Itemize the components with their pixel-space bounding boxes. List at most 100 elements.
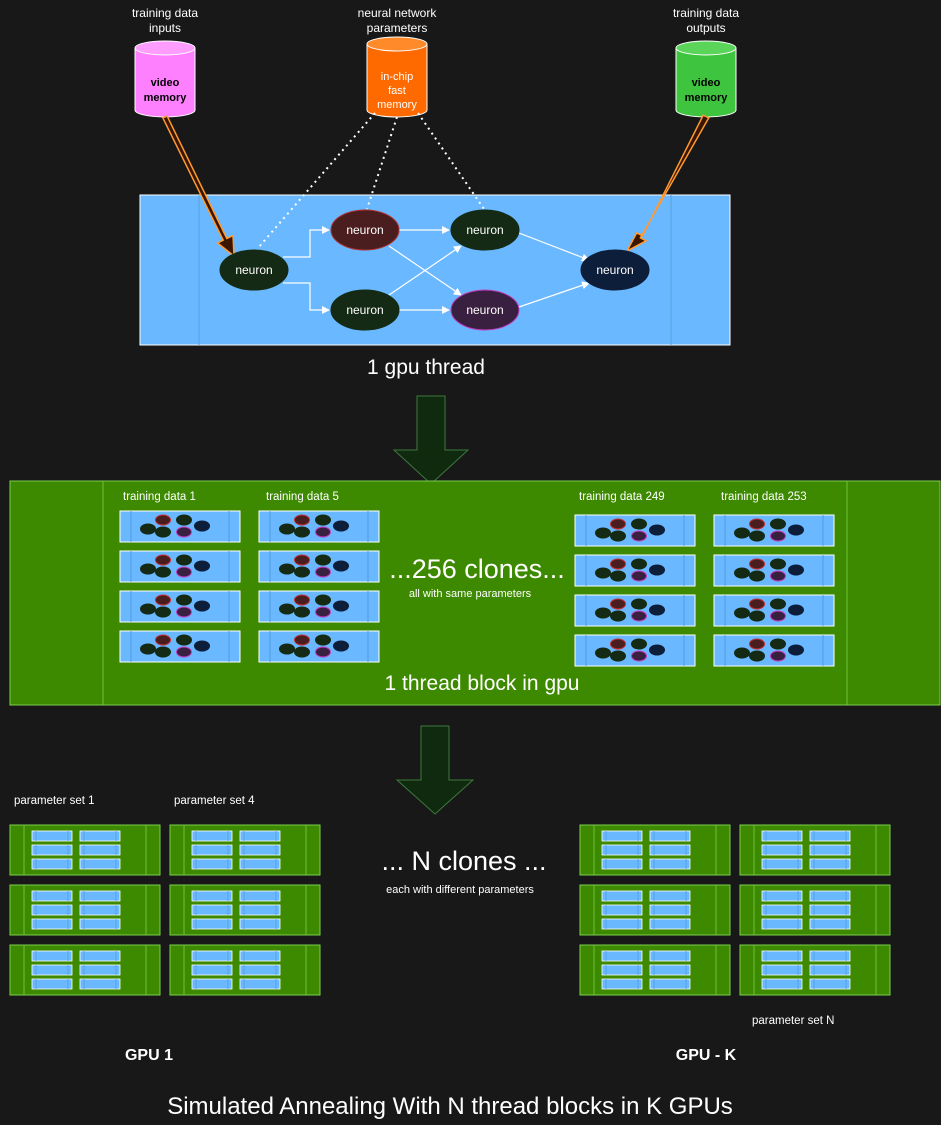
mini-thread-block xyxy=(9,944,161,996)
mini-gpu-thread xyxy=(119,510,241,543)
mini-thread-block xyxy=(579,824,731,876)
mini-thread xyxy=(79,950,121,962)
input-data-arrow xyxy=(161,115,235,258)
mini-thread xyxy=(79,890,121,902)
mini-neuron xyxy=(294,634,310,646)
mini-neuron xyxy=(155,566,171,578)
gpu-clones-text: ... N clones ... xyxy=(381,846,546,876)
mini-neuron xyxy=(610,558,626,570)
mini-neuron xyxy=(631,638,647,650)
params-caption: neural network parameters xyxy=(358,6,438,35)
mini-neuron xyxy=(176,594,192,606)
gpu-k-label: GPU - K xyxy=(676,1047,737,1064)
mini-neuron xyxy=(279,643,295,655)
mini-thread xyxy=(601,904,643,916)
mini-thread xyxy=(809,858,851,870)
mini-neuron xyxy=(333,640,349,652)
mini-thread xyxy=(809,918,851,930)
mini-neuron xyxy=(176,634,192,646)
mini-neuron xyxy=(631,570,647,582)
mini-thread xyxy=(191,844,233,856)
mini-neuron xyxy=(176,526,192,538)
block-label-training-data-1: training data 1 xyxy=(123,491,196,503)
neuron-hidden-2b: neuron xyxy=(450,289,520,331)
mini-thread xyxy=(601,830,643,842)
mini-neuron xyxy=(631,558,647,570)
mini-thread-block xyxy=(169,824,321,876)
mini-neuron xyxy=(155,554,171,566)
mini-thread-block xyxy=(9,824,161,876)
mini-neuron xyxy=(315,594,331,606)
mini-neuron xyxy=(155,594,171,606)
mini-neuron xyxy=(315,514,331,526)
mini-neuron xyxy=(315,606,331,618)
mini-neuron xyxy=(749,518,765,530)
mini-neuron xyxy=(770,558,786,570)
mini-neuron xyxy=(140,563,156,575)
mini-neuron xyxy=(333,560,349,572)
mini-neuron xyxy=(610,598,626,610)
mini-neuron xyxy=(631,610,647,622)
mini-thread xyxy=(31,978,73,990)
param-set-n-label: parameter set N xyxy=(752,1015,834,1027)
mini-thread-block xyxy=(739,884,891,936)
svg-text:neural network: neural network xyxy=(358,6,438,20)
mini-thread xyxy=(761,950,803,962)
mini-thread xyxy=(601,844,643,856)
mini-neuron xyxy=(610,638,626,650)
mini-neuron xyxy=(770,650,786,662)
mini-thread xyxy=(31,964,73,976)
svg-text:neuron: neuron xyxy=(346,223,383,237)
mini-gpu-thread xyxy=(258,550,380,583)
svg-text:inputs: inputs xyxy=(149,21,181,35)
mini-neuron xyxy=(649,524,665,536)
mini-neuron xyxy=(294,554,310,566)
footer-title: Simulated Annealing With N thread blocks… xyxy=(167,1093,733,1120)
mini-thread xyxy=(191,904,233,916)
mini-neuron xyxy=(315,526,331,538)
mini-neuron xyxy=(749,638,765,650)
mini-neuron xyxy=(176,566,192,578)
mini-thread xyxy=(79,830,121,842)
mini-thread xyxy=(191,858,233,870)
svg-text:neuron: neuron xyxy=(346,303,383,317)
mini-thread xyxy=(79,918,121,930)
mini-thread xyxy=(761,978,803,990)
mini-thread xyxy=(31,844,73,856)
param-set-1-label: parameter set 1 xyxy=(14,795,95,807)
parameter-links xyxy=(257,112,485,249)
input-video-memory-database: video memory xyxy=(134,40,196,118)
output-video-memory-database: video memory xyxy=(675,40,737,118)
mini-gpu-thread xyxy=(713,594,835,627)
svg-text:training data: training data xyxy=(673,6,739,20)
mini-neuron xyxy=(140,643,156,655)
mini-neuron xyxy=(294,526,310,538)
thread-caption: 1 gpu thread xyxy=(367,356,485,379)
mini-neuron xyxy=(279,523,295,535)
mini-neuron xyxy=(631,518,647,530)
neuron-hidden-1a: neuron xyxy=(330,209,400,251)
mini-thread xyxy=(239,964,281,976)
mini-neuron xyxy=(176,646,192,658)
mini-thread-block xyxy=(739,944,891,996)
mini-neuron xyxy=(140,523,156,535)
mini-thread xyxy=(761,844,803,856)
mini-gpu-thread xyxy=(119,630,241,663)
mini-thread xyxy=(79,904,121,916)
mini-thread xyxy=(809,904,851,916)
mini-neuron xyxy=(315,634,331,646)
mini-neuron xyxy=(176,606,192,618)
mini-neuron xyxy=(294,566,310,578)
mini-neuron xyxy=(194,520,210,532)
mini-thread xyxy=(761,918,803,930)
mini-thread xyxy=(191,830,233,842)
mini-thread xyxy=(809,844,851,856)
mini-neuron xyxy=(155,646,171,658)
mini-neuron xyxy=(770,518,786,530)
mini-neuron xyxy=(279,563,295,575)
mini-thread xyxy=(31,918,73,930)
mini-thread xyxy=(601,950,643,962)
output-data-arrow xyxy=(625,114,710,253)
neuron-output: neuron xyxy=(580,249,650,291)
mini-thread xyxy=(239,978,281,990)
